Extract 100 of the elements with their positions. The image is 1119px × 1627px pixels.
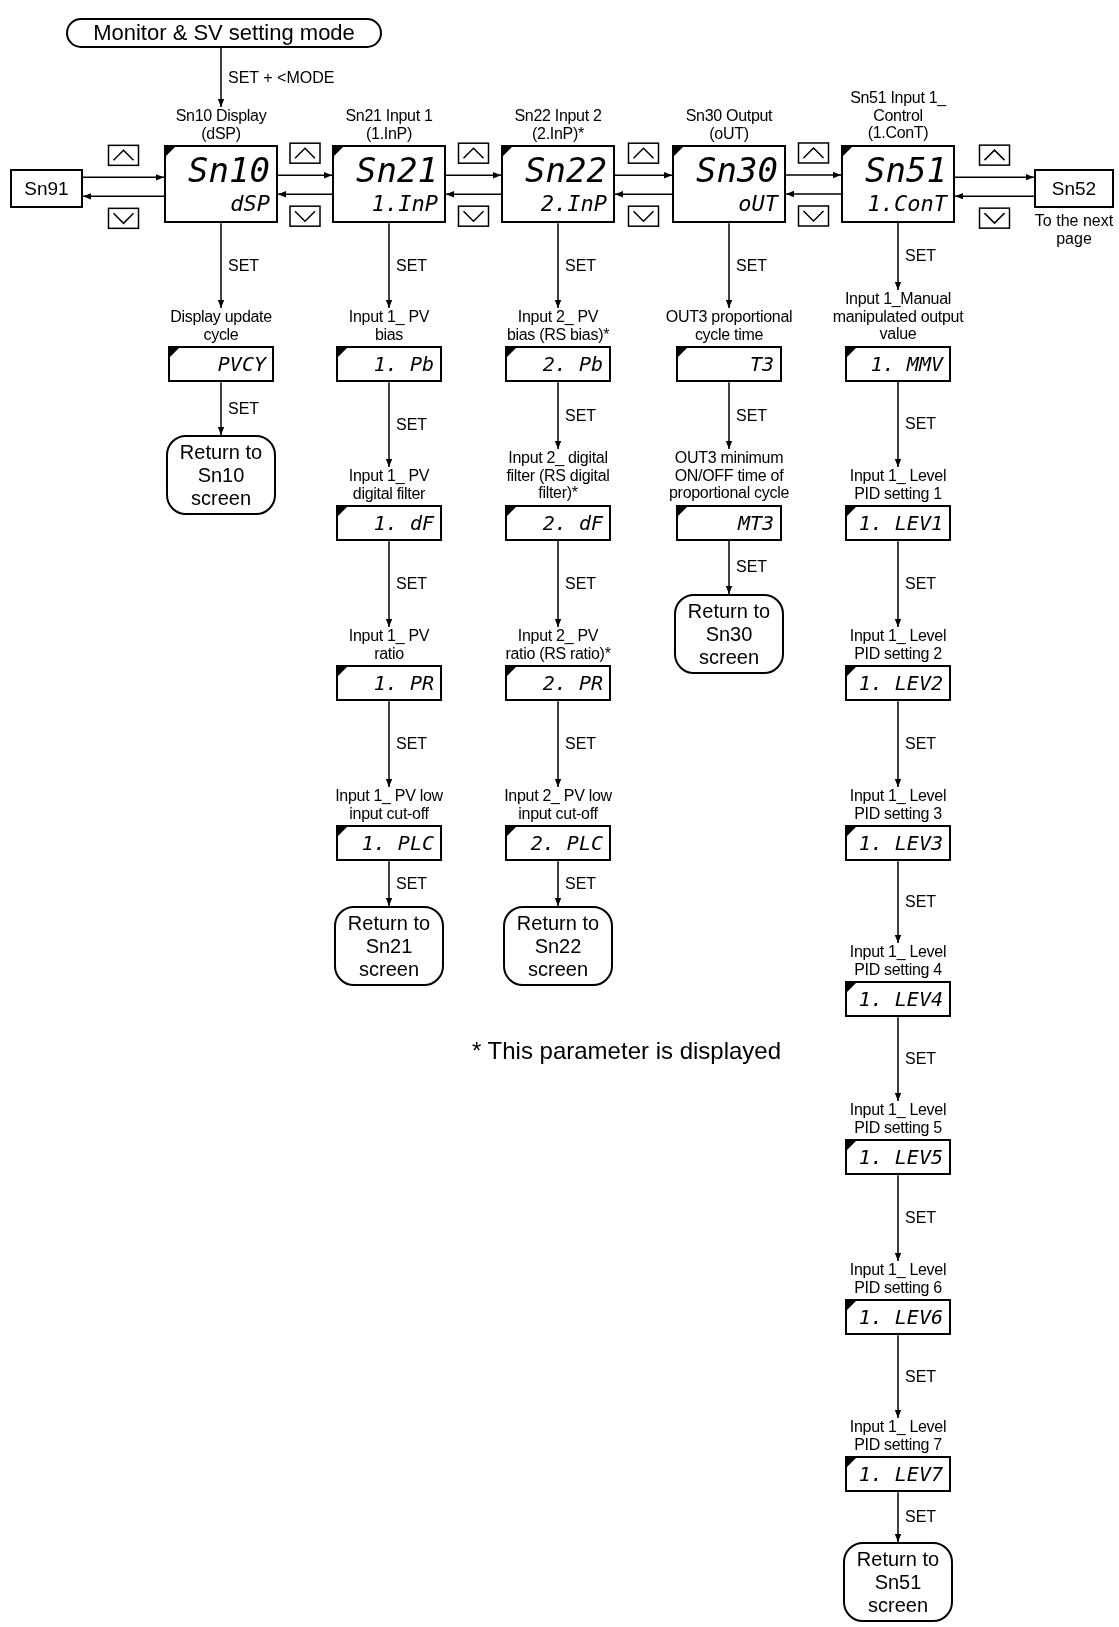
- parameter-label: OUT3 proportional cycle time: [664, 308, 794, 345]
- parameter-label: Input 1_ PV ratio: [347, 627, 431, 664]
- arrow: [277, 172, 333, 179]
- display-readout: PVCY: [217, 354, 266, 375]
- arrow: [954, 173, 1035, 181]
- arrow: [785, 190, 842, 198]
- arrow: [614, 172, 673, 179]
- display-readout: 2. PR: [542, 673, 603, 694]
- arrow: [894, 222, 902, 291]
- parameter-label: Input 1_ Level PID setting 3: [848, 787, 948, 824]
- arrow: [385, 700, 393, 788]
- arrow: [785, 171, 842, 179]
- parameter-label: Input 1_ Level PID setting 2: [848, 627, 948, 664]
- arrow: [554, 381, 562, 450]
- parameter-label: Input 2_ PV ratio (RS ratio)*: [504, 627, 612, 664]
- display-readout: 1. MMV: [870, 353, 943, 374]
- screen-box: Sn91: [10, 169, 83, 208]
- parameter-label: Input 1_ Level PID setting 1: [848, 467, 948, 504]
- arrow: [894, 1174, 902, 1262]
- arrow: [554, 860, 562, 907]
- arrow: [385, 222, 393, 309]
- arrow: [554, 540, 562, 628]
- display-readout: 1. PR: [373, 673, 434, 694]
- parameter-label: Input 1_ Level PID setting 5: [848, 1101, 948, 1138]
- display-readout: Sn21: [356, 153, 438, 188]
- return-box: Return to Sn30 screen: [674, 594, 784, 674]
- parameter-label: Input 2_ PV bias (RS bias)*: [505, 308, 611, 345]
- display-readout: 1.ConT: [867, 192, 947, 215]
- parameter-label: Input 2_ digital filter (RS digital filter)*: [505, 449, 611, 504]
- arrow: [894, 1334, 902, 1419]
- display-readout: Sn10: [188, 153, 270, 188]
- parameter-label: Input 1_ PV digital filter: [347, 467, 431, 504]
- display-readout: dSP: [230, 193, 270, 216]
- arrow: [554, 700, 562, 788]
- arrow: [217, 381, 225, 436]
- display-readout: 1. LEV3: [858, 833, 943, 854]
- arrow: [954, 192, 1035, 200]
- display-readout: 1. dF: [373, 513, 434, 534]
- display-readout: 1.InP: [371, 193, 438, 216]
- display-readout: 2. Pb: [542, 354, 603, 375]
- arrow: [82, 193, 165, 200]
- return-box: Return to Sn22 screen: [503, 906, 613, 986]
- parameter-label: Sn10 Display (dSP): [174, 107, 268, 144]
- display-readout: 1. LEV6: [858, 1307, 943, 1328]
- return-box: Return to Sn10 screen: [166, 435, 276, 515]
- display-readout: oUT: [738, 193, 778, 216]
- arrow: [894, 1016, 902, 1102]
- parameter-label: Sn51 Input 1_ Control (1.ConT): [849, 89, 948, 144]
- parameter-label: Sn30 Output (oUT): [684, 107, 774, 144]
- note-text: To the next page: [1034, 212, 1114, 248]
- parameter-label: Input 1_ PV low input cut-off: [334, 787, 444, 824]
- arrow: [725, 222, 733, 309]
- arrow: [725, 540, 733, 595]
- parameter-label: Input 1_ Level PID setting 7: [848, 1418, 948, 1455]
- parameter-label: Input 1_ Level PID setting 6: [848, 1261, 948, 1298]
- arrow: [894, 540, 902, 628]
- return-box: Return to Sn51 screen: [843, 1542, 953, 1622]
- display-readout: 1. Pb: [373, 354, 434, 375]
- display-readout: 2. PLC: [530, 833, 603, 854]
- arrow: [554, 222, 562, 309]
- parameter-label: Display update cycle: [169, 308, 273, 345]
- display-readout: MT3: [737, 512, 774, 533]
- arrow: [385, 381, 393, 468]
- arrow: [385, 860, 393, 907]
- display-readout: 1. PLC: [361, 833, 434, 854]
- display-readout: 1. LEV4: [858, 989, 943, 1010]
- display-readout: T3: [749, 354, 774, 375]
- parameter-label: Input 1_ PV bias: [347, 308, 431, 345]
- arrow: [277, 191, 333, 198]
- display-readout: 1. LEV5: [858, 1147, 943, 1168]
- parameter-label: Input 2_ PV low input cut-off: [503, 787, 613, 824]
- arrow: [217, 222, 225, 309]
- parameter-label: Input 1_ Level PID setting 4: [848, 943, 948, 980]
- arrow: [217, 47, 225, 108]
- display-readout: Sn30: [696, 153, 778, 188]
- parameter-label: Sn21 Input 1 (1.InP): [344, 107, 434, 144]
- display-readout: 2.InP: [540, 193, 607, 216]
- display-readout: Sn22: [525, 153, 607, 188]
- footnote: * This parameter is displayed: [472, 1036, 783, 1066]
- arrow: [82, 174, 165, 181]
- arrow: [894, 381, 902, 468]
- display-readout: 1. LEV7: [858, 1464, 943, 1485]
- arrow: [725, 381, 733, 450]
- return-box: Return to Sn21 screen: [334, 906, 444, 986]
- display-readout: 1. LEV2: [858, 673, 943, 694]
- arrow: [894, 860, 902, 944]
- screen-box: Sn52: [1034, 169, 1114, 208]
- mode-terminal: Monitor & SV setting mode: [66, 18, 382, 48]
- arrow: [445, 191, 502, 198]
- parameter-label: Sn22 Input 2 (2.InP)*: [513, 107, 603, 144]
- arrow: [385, 540, 393, 628]
- arrow: [894, 1491, 902, 1543]
- display-readout: 2. dF: [542, 512, 603, 533]
- display-readout: 1. LEV1: [858, 513, 943, 534]
- display-readout: Sn51: [865, 152, 947, 187]
- arrow: [445, 172, 502, 179]
- arrow: [894, 700, 902, 788]
- parameter-label: OUT3 minimum ON/OFF time of proportional cycle: [668, 449, 790, 504]
- arrow: [614, 191, 673, 198]
- parameter-label: Input 1_Manual manipulated output value: [831, 290, 965, 345]
